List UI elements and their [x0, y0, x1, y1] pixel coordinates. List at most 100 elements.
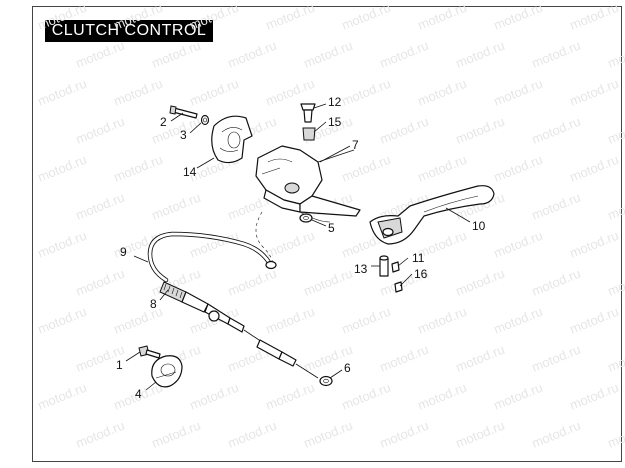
- watermark-text: motod.ru: [340, 304, 393, 337]
- watermark-text: motod.ru: [492, 76, 545, 109]
- part-end-washer: [319, 375, 333, 387]
- watermark-text: motod.ru: [36, 76, 89, 109]
- watermark-text: motod.ru: [226, 418, 279, 451]
- watermark-text: motod.ru: [36, 380, 89, 413]
- callout-16: 16: [414, 267, 428, 281]
- watermark-text: motod.ru: [530, 114, 583, 147]
- watermark-text: motod.ru: [74, 38, 127, 71]
- part-retaining-clip: [394, 281, 403, 293]
- page-title: CLUTCH CONTROL: [45, 20, 213, 42]
- leader-lines: [125, 103, 471, 391]
- callout-13: 13: [354, 262, 368, 276]
- watermark-text: motod.ru: [568, 0, 621, 33]
- watermark-text: motod.ru: [188, 380, 241, 413]
- watermark-text: motod.ru: [226, 266, 279, 299]
- watermark-text: motod.ru: [606, 114, 625, 147]
- watermark-text: motod.ru: [340, 152, 393, 185]
- callout-10: 10: [472, 219, 486, 233]
- watermark-text: motod.ru: [378, 38, 431, 71]
- callout-11: 11: [412, 251, 425, 265]
- watermark-text: motod.ru: [416, 76, 469, 109]
- watermark-text: motod.ru: [302, 418, 355, 451]
- watermark-text: motod.ru: [378, 114, 431, 147]
- callout-15: 15: [328, 115, 342, 129]
- part-small-pin: [391, 261, 400, 273]
- watermark-text: motod.ru: [36, 304, 89, 337]
- callout-labels: 2 3 14 12 15 7 5 10 11 13 16 9 8 1 4 6: [116, 95, 486, 401]
- watermark-text: motod.ru: [36, 228, 89, 261]
- callout-8: 8: [150, 297, 157, 311]
- callout-14: 14: [183, 165, 197, 179]
- watermark-text: motod.ru: [340, 380, 393, 413]
- watermark-text: motod.ru: [226, 38, 279, 71]
- part-clutch-cable: [147, 231, 277, 283]
- watermark-text: motod.ru: [74, 114, 127, 147]
- watermark-text: motod.ru: [36, 0, 89, 33]
- watermark-text: motod.ru: [264, 304, 317, 337]
- watermark-text: motod.ru: [74, 266, 127, 299]
- callout-7: 7: [352, 138, 359, 152]
- part-cover: [211, 115, 253, 164]
- watermark-text: motod.ru: [340, 76, 393, 109]
- watermark-text: motod.ru: [492, 380, 545, 413]
- callout-3: 3: [180, 128, 187, 142]
- watermark-text: motod.ru: [530, 266, 583, 299]
- watermark-text: motod.ru: [416, 380, 469, 413]
- watermark-text: motod.ru: [454, 38, 507, 71]
- watermark-text: motod.ru: [112, 304, 165, 337]
- part-clutch-lever: [369, 185, 495, 245]
- watermark-text: motod.ru: [150, 38, 203, 71]
- watermark-text: motod.ru: [606, 342, 625, 375]
- part-bolt: [138, 345, 161, 359]
- part-screw: [169, 105, 198, 119]
- callout-5: 5: [328, 221, 335, 235]
- watermark-text: motod.ru: [492, 152, 545, 185]
- watermark-text: motod.ru: [492, 228, 545, 261]
- watermark-text: motod.ru: [530, 190, 583, 223]
- watermark-text: motod.ru: [36, 152, 89, 185]
- watermark-text: motod.ru: [302, 38, 355, 71]
- part-pivot-pin: [300, 103, 316, 123]
- watermark-text: motod.ru: [492, 304, 545, 337]
- watermark-text: motod.ru: [606, 38, 625, 71]
- watermark-text: motod.ru: [606, 266, 625, 299]
- part-washer: [200, 114, 210, 126]
- callout-2: 2: [160, 115, 167, 129]
- part-cable-end: [243, 329, 319, 379]
- watermark-text: motod.ru: [454, 266, 507, 299]
- watermark-text: motod.ru: [112, 0, 165, 33]
- part-cable-clamp: [151, 355, 183, 388]
- callout-9: 9: [120, 245, 127, 259]
- watermark-text: motod.ru: [112, 76, 165, 109]
- part-bushing: [302, 127, 316, 141]
- watermark-text: motod.ru: [302, 266, 355, 299]
- watermark-text: motod.ru: [188, 76, 241, 109]
- callout-12: 12: [328, 95, 342, 109]
- part-cable-adjuster: [159, 281, 245, 333]
- part-clutch-bracket: [255, 145, 361, 217]
- watermark-text: motod.ru: [568, 76, 621, 109]
- watermark-text: motod.ru: [568, 380, 621, 413]
- watermark-text: motod.ru: [492, 0, 545, 33]
- watermark-text: motod.ru: [264, 380, 317, 413]
- watermark-text: motod.ru: [378, 342, 431, 375]
- watermark-text: motod.ru: [340, 0, 393, 33]
- watermark-text: motod.ru: [530, 38, 583, 71]
- watermark-text: motod.ru: [74, 418, 127, 451]
- watermark-text: motod.ru: [606, 418, 625, 451]
- watermark-text: motod.ru: [416, 304, 469, 337]
- watermark-text: motod.ru: [150, 190, 203, 223]
- watermark-text: motod.ru: [606, 190, 625, 223]
- watermark-text: motod.ru: [530, 418, 583, 451]
- callout-1: 1: [116, 358, 123, 372]
- watermark-text: motod.ru: [150, 418, 203, 451]
- watermark-text: motod.ru: [454, 114, 507, 147]
- watermark-text: motod.ru: [150, 114, 203, 147]
- watermark-text: motod.ru: [568, 152, 621, 185]
- watermark-text: motod.ru: [188, 228, 241, 261]
- watermark-text: motod.ru: [188, 0, 241, 33]
- callout-4: 4: [135, 387, 142, 401]
- part-dowel-pin: [379, 255, 389, 277]
- watermark-text: motod.ru: [378, 418, 431, 451]
